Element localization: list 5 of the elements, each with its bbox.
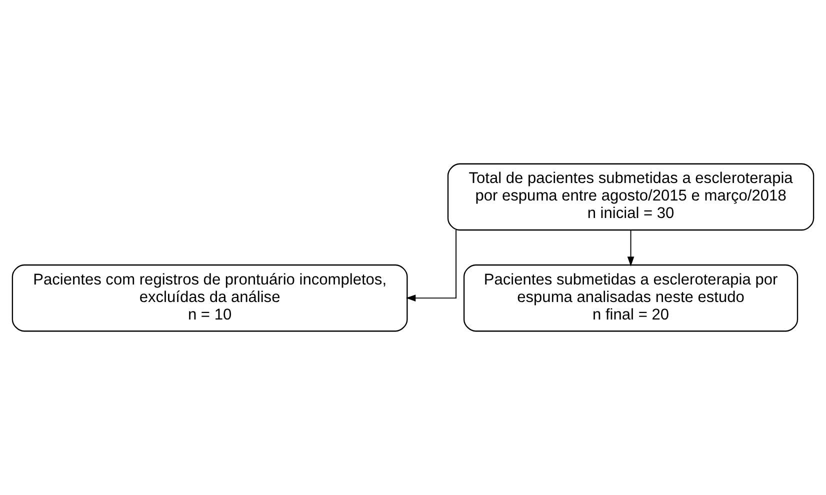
- node-box: Pacientes submetidas a escleroterapia por espuma analisadas neste estudo n final = 20: [463, 264, 798, 332]
- arrow: [627, 230, 634, 266]
- arrow: [406, 230, 456, 302]
- node-box: Pacientes com registros de prontuário incompletos, excluídas da análise n = 10: [12, 264, 408, 332]
- node-box: Total de pacientes submetidas a escleroterapia por espuma entre agosto/2015 e março/2018 n inicial = 30: [447, 163, 814, 231]
